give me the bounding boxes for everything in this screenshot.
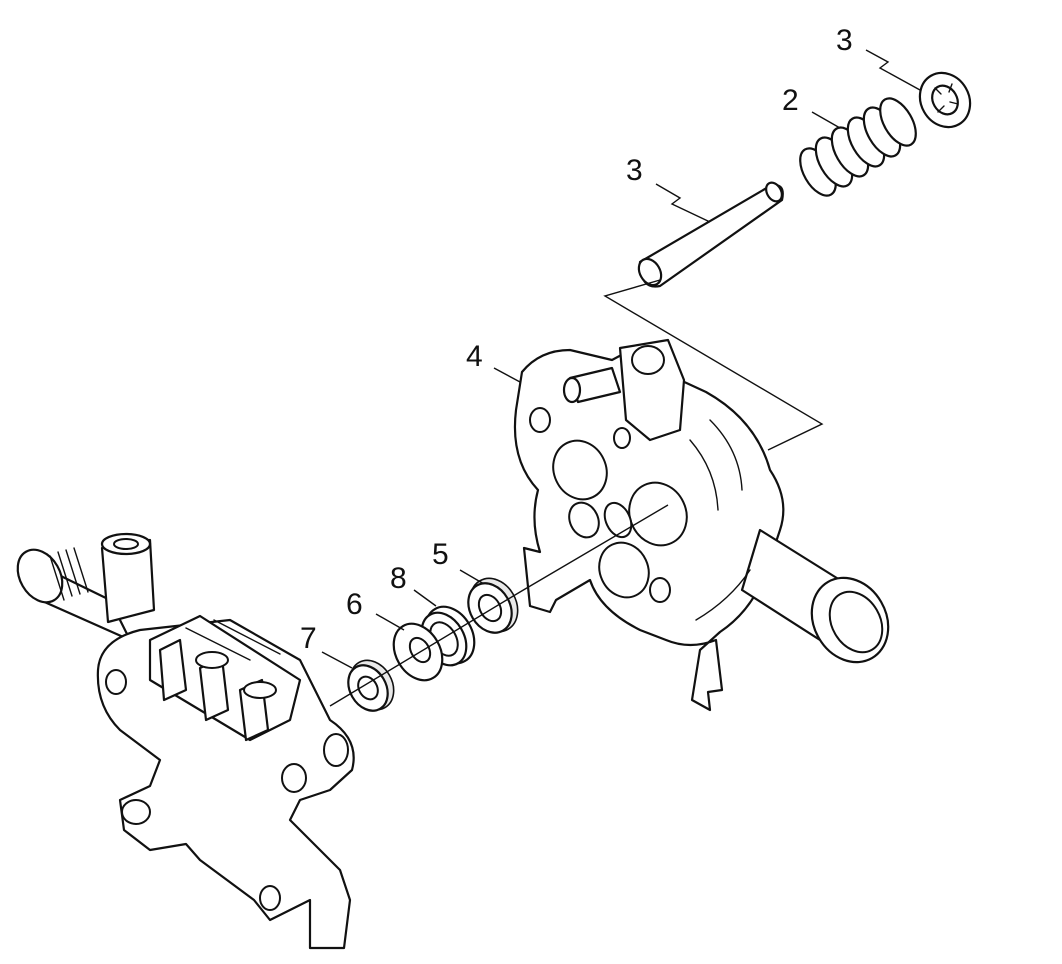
washer-6-part <box>392 622 444 682</box>
callout-3-pin: 3 <box>626 154 643 187</box>
spring-part <box>799 97 917 197</box>
pin-part <box>637 181 784 288</box>
callout-6-washer: 6 <box>346 588 363 621</box>
callout-leaders <box>321 49 921 669</box>
seal-7-part <box>347 659 395 712</box>
callout-5-seal: 5 <box>432 538 449 571</box>
seal-5-part <box>467 577 519 634</box>
callout-3-clip: 3 <box>836 24 853 57</box>
callout-8-ring: 8 <box>390 562 407 595</box>
callout-7-seal: 7 <box>300 622 317 655</box>
callout-4-housing: 4 <box>466 340 483 373</box>
retaining-clip-part <box>918 71 972 129</box>
pin-assembly-leader <box>603 279 824 451</box>
seal-axis-line <box>329 504 669 707</box>
pump-housing-part <box>513 338 890 712</box>
manifold-part <box>16 532 355 950</box>
callout-2-spring: 2 <box>782 84 799 117</box>
